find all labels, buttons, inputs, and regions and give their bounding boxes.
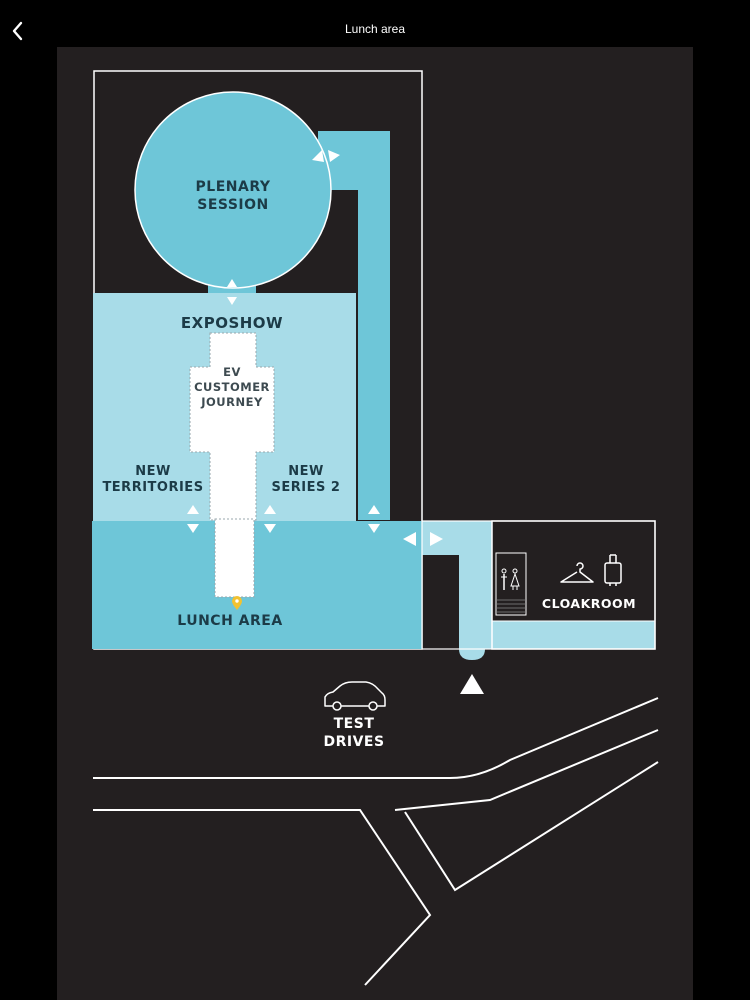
hanger-icon <box>560 562 594 583</box>
dark-room <box>426 555 458 649</box>
test-drives-label-1: TEST <box>334 716 375 732</box>
lunch-area-label: LUNCH AREA <box>177 613 282 629</box>
arrow-icon <box>328 150 340 162</box>
plenary-session-area[interactable]: PLENARY SESSION <box>134 91 332 296</box>
road-line <box>404 761 659 892</box>
direction-arrows <box>187 150 484 694</box>
cloakroom-wing: CLOAKROOM <box>421 520 656 660</box>
road-line <box>394 729 659 811</box>
test-drives-area[interactable]: TEST DRIVES <box>323 681 386 750</box>
roads <box>93 697 659 986</box>
luggage-icon <box>604 554 622 586</box>
new-series-label-1: NEW <box>288 464 324 479</box>
new-territories-area[interactable]: NEW TERRITORIES <box>102 464 203 495</box>
ev-label-3: JOURNEY <box>200 395 263 409</box>
arrow-up-icon <box>187 505 199 514</box>
arrow-up-icon <box>264 505 276 514</box>
cloakroom-label: CLOAKROOM <box>542 596 636 611</box>
car-icon <box>324 681 386 711</box>
entrance-arrow-icon <box>460 674 484 694</box>
road-line <box>93 697 659 779</box>
new-series-label-2: SERIES 2 <box>272 480 341 495</box>
ev-customer-journey-area[interactable]: EV CUSTOMER JOURNEY <box>189 332 275 521</box>
restroom-icon <box>495 552 527 616</box>
exposhow-label: EXPOSHOW <box>181 314 283 332</box>
arrow-down-icon <box>227 297 237 305</box>
arrow-up-icon <box>227 279 237 287</box>
location-marker-icon <box>232 596 242 610</box>
chevron-left-icon <box>12 21 23 41</box>
new-territories-label-1: NEW <box>135 464 171 479</box>
arrow-down-icon <box>368 524 380 533</box>
arrow-left-icon <box>403 532 416 546</box>
arrow-icon <box>312 150 324 162</box>
arrow-right-icon <box>430 532 443 546</box>
ev-label-1: EV <box>223 365 241 379</box>
back-button[interactable] <box>6 16 32 46</box>
arrow-down-icon <box>264 524 276 533</box>
arrow-up-icon <box>368 505 380 514</box>
plenary-label-1: PLENARY <box>196 179 271 195</box>
ev-journey-extension <box>214 518 255 598</box>
road-line <box>93 809 432 986</box>
corridor[interactable] <box>318 131 390 520</box>
page-title: Lunch area <box>344 22 406 36</box>
top-bar: Lunch area <box>0 0 750 46</box>
arrow-down-icon <box>187 524 199 533</box>
new-series-2-area[interactable]: NEW SERIES 2 <box>272 464 341 495</box>
lunch-area[interactable]: LUNCH AREA <box>92 518 422 649</box>
new-territories-label-2: TERRITORIES <box>102 480 203 495</box>
ev-label-2: CUSTOMER <box>194 380 270 394</box>
plenary-label-2: SESSION <box>197 197 269 213</box>
test-drives-label-2: DRIVES <box>323 734 384 750</box>
